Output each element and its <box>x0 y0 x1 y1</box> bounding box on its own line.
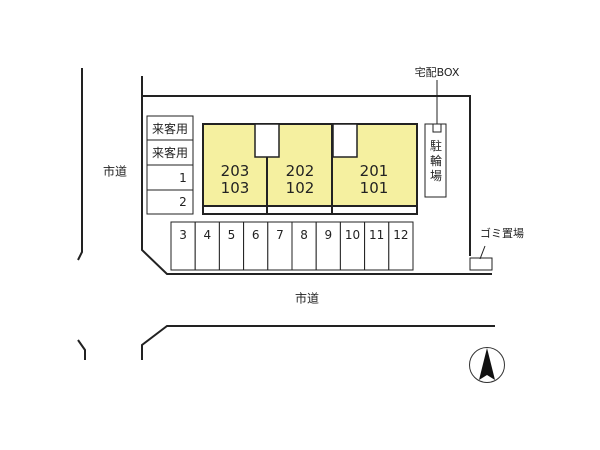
garbage-area <box>469 257 493 271</box>
parking-space-10 <box>339 221 366 271</box>
visitor-space-2: 来客用 <box>151 146 188 160</box>
property-top-right <box>142 95 471 256</box>
north-arrow-icon <box>469 347 505 383</box>
bottom-road-edge <box>141 325 495 360</box>
lower-left-road-edge <box>77 339 86 360</box>
parking-number: 12 <box>393 228 409 242</box>
parking-number: 10 <box>344 228 361 242</box>
bicycle-label: 駐輪場 <box>429 139 442 183</box>
parking-number: 9 <box>324 228 333 242</box>
garbage-label: ゴミ置場 <box>480 227 524 240</box>
parking-number: 7 <box>276 228 284 242</box>
delivery-box <box>432 123 442 133</box>
parking-space-5 <box>218 221 245 271</box>
parking-space-1: 1 <box>179 170 187 185</box>
road-label-left: 市道 <box>102 164 128 179</box>
left-road-edge <box>77 68 83 261</box>
parking-space-12 <box>388 221 414 271</box>
parking-space-7 <box>267 221 293 271</box>
parking-space-9 <box>315 221 341 271</box>
parking-space-4 <box>194 221 220 271</box>
parking-space-11 <box>364 221 390 271</box>
delivery-box-label: 宅配BOX <box>414 66 460 79</box>
parking-number: 3 <box>179 228 187 242</box>
parking-number: 5 <box>227 228 236 242</box>
parking-space-6 <box>243 221 269 271</box>
parking-number: 8 <box>300 228 308 242</box>
parking-number: 11 <box>369 228 385 242</box>
property-boundary <box>141 76 492 275</box>
parking-number: 6 <box>251 228 260 242</box>
parking-space-2: 2 <box>179 195 187 209</box>
building <box>202 123 418 207</box>
parking-space-8 <box>291 221 317 271</box>
visitor-space-1: 来客用 <box>151 121 188 136</box>
parking-number: 4 <box>203 228 212 242</box>
road-label-bottom: 市道 <box>294 291 320 306</box>
